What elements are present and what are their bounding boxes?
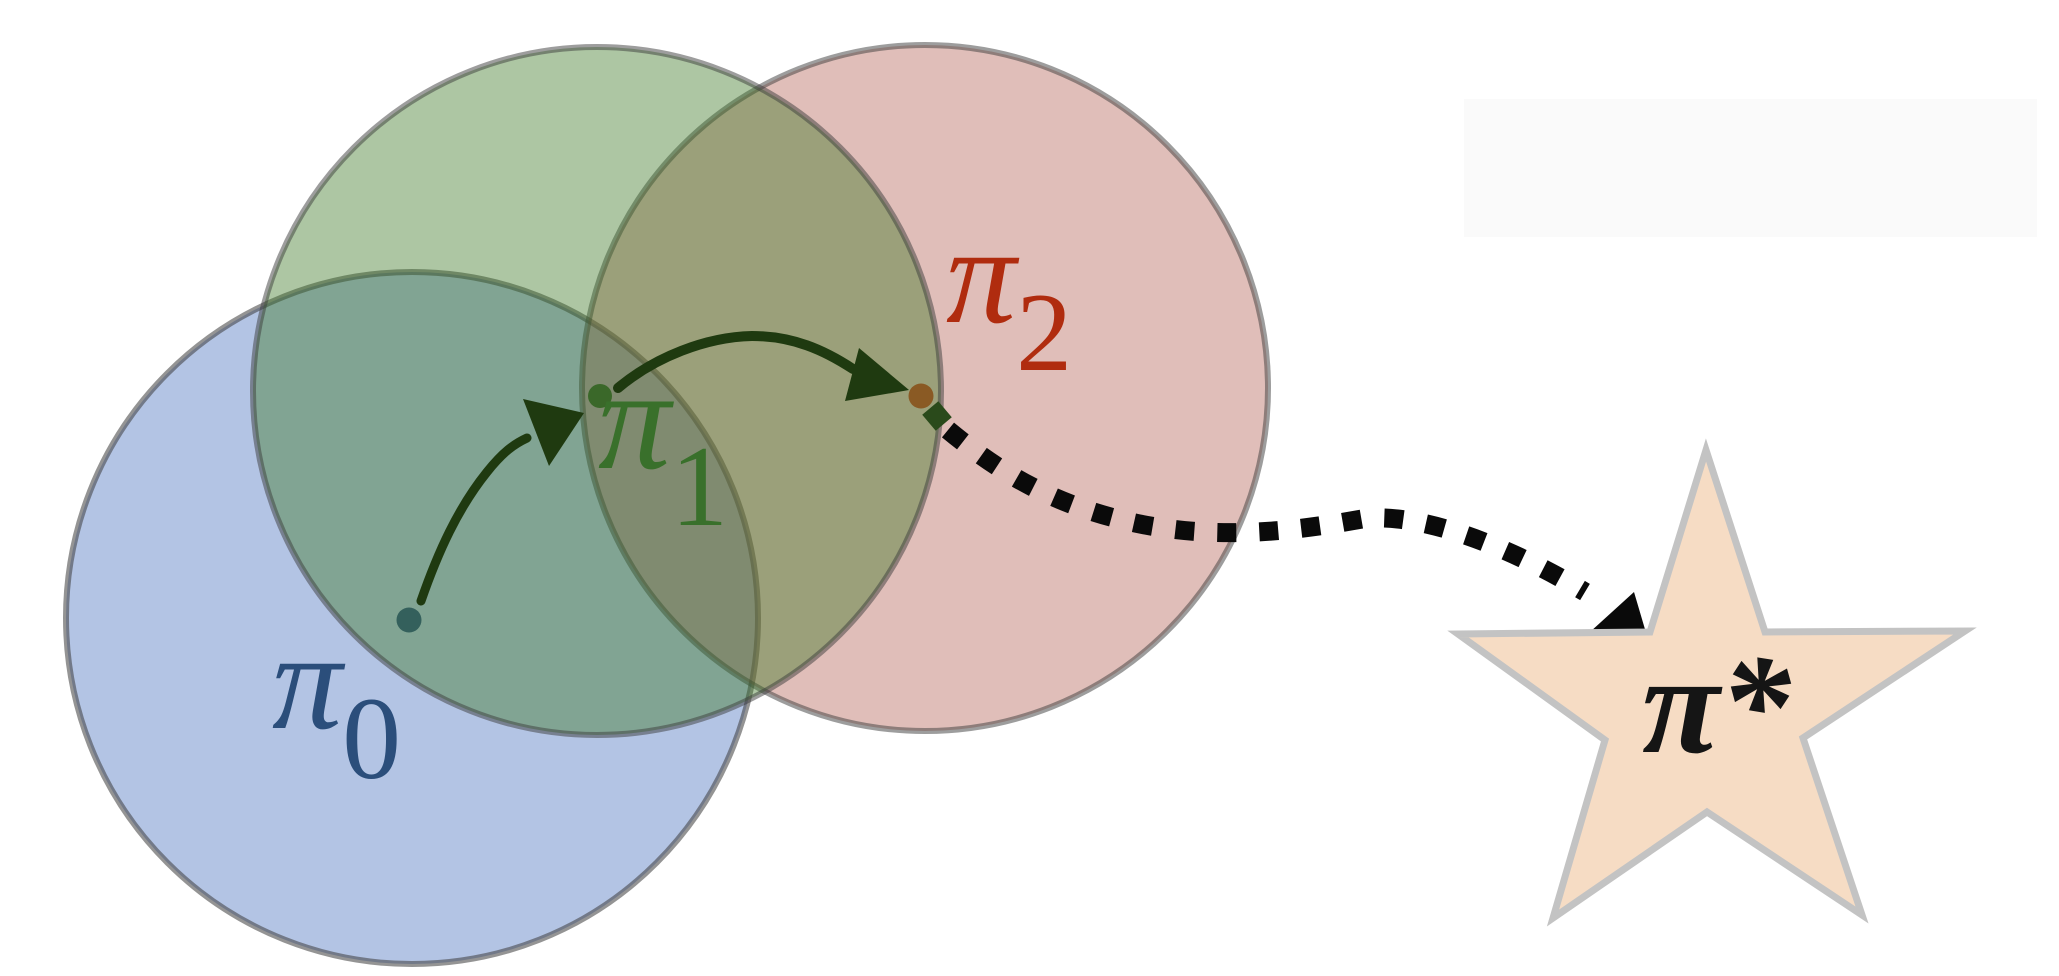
policy-pi2-point bbox=[908, 383, 934, 409]
arrowhead-icon bbox=[523, 399, 584, 466]
pi1-label-subscript: 1 bbox=[671, 423, 729, 550]
pi2-label-symbol: π bbox=[946, 198, 1020, 353]
pi0-label-symbol: π bbox=[272, 604, 346, 759]
pi-star-label: π* bbox=[1642, 625, 1792, 783]
pi2-label: π2 bbox=[946, 198, 1072, 395]
arrowhead-icon bbox=[845, 348, 909, 401]
pi0-label-subscript: 0 bbox=[342, 673, 401, 804]
pi0-label: π0 bbox=[272, 604, 401, 804]
arrow-shaft bbox=[613, 330, 858, 393]
pi-star-label-symbol: π* bbox=[1642, 625, 1792, 783]
faint-panel bbox=[1464, 99, 2037, 237]
policy-pi0-point bbox=[396, 607, 422, 633]
update-arrow-pi1-to-pi2 bbox=[613, 330, 909, 401]
policy-pi1-point bbox=[588, 384, 612, 408]
arrow-shaft bbox=[416, 433, 532, 606]
pi2-label-subscript: 2 bbox=[1016, 271, 1072, 395]
pi1-label-symbol: π bbox=[598, 340, 674, 500]
optimal-policy-star-icon bbox=[1447, 438, 1977, 927]
lead-dash bbox=[922, 401, 952, 431]
update-arrow-pi0-to-pi1 bbox=[416, 399, 584, 606]
pi1-label: π1 bbox=[598, 340, 728, 550]
